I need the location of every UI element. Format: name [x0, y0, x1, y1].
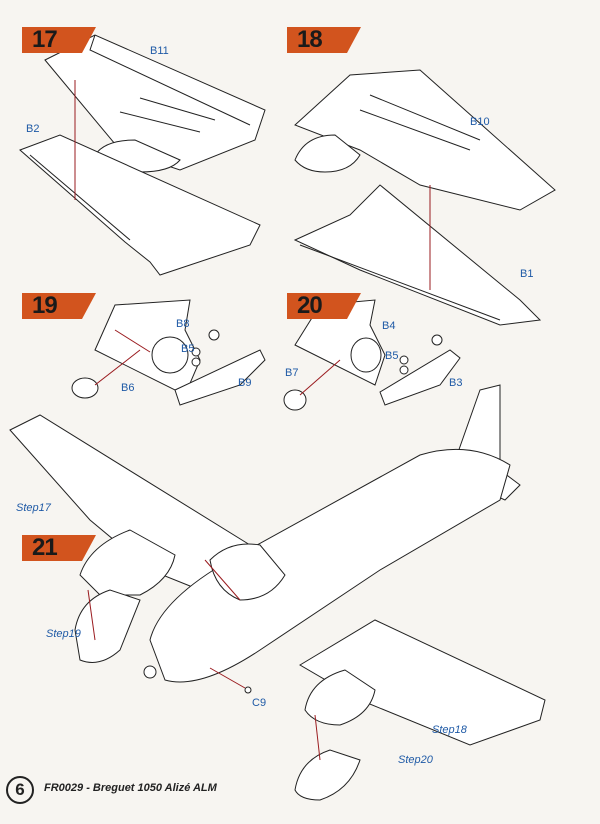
step20-nacelle [283, 299, 461, 411]
step-21-badge: 21 [22, 534, 96, 561]
page-number: 6 [6, 776, 34, 804]
part-label-b8: B8 [176, 318, 190, 330]
step19-nacelle [71, 299, 266, 406]
footer-title: FR0029 - Breguet 1050 Alizé ALM [44, 782, 217, 794]
part-label-b1: B1 [520, 268, 534, 280]
step-21-number: 21 [32, 534, 58, 561]
part-label-b11: B11 [150, 45, 169, 57]
part-label-b4: B4 [382, 320, 396, 332]
part-label-c9: C9 [252, 697, 267, 709]
step17-reference: Step17 [16, 502, 51, 514]
part-label-b10: B10 [470, 116, 490, 128]
step18-reference: Step18 [432, 724, 467, 736]
step-19-number: 19 [32, 292, 58, 319]
step-18-badge: 18 [287, 26, 361, 53]
step19-reference: Step19 [46, 628, 81, 640]
part-label-b3: B3 [449, 377, 463, 389]
step-20-badge: 20 [287, 292, 361, 319]
step20-guide-line [299, 359, 341, 396]
step-19-badge: 19 [22, 292, 96, 319]
step-17-badge: 17 [22, 26, 96, 53]
step19-guide-line [94, 329, 151, 386]
step18-wing-upper [294, 69, 556, 211]
part-label-b5-step19: B5 [181, 343, 195, 355]
step17-wing-lower [19, 134, 261, 276]
step21-guide-lines [87, 559, 321, 761]
part-label-b2: B2 [26, 123, 40, 135]
part-label-b9: B9 [238, 377, 252, 389]
step21-aircraft [9, 384, 546, 801]
step-18-number: 18 [297, 26, 323, 53]
part-label-b5-step20: B5 [385, 350, 399, 362]
part-label-b6: B6 [121, 382, 135, 394]
step18-wing-lower [293, 184, 542, 326]
step20-reference: Step20 [398, 754, 433, 766]
step-20-number: 20 [297, 292, 323, 319]
part-label-b7: B7 [285, 367, 299, 379]
step-17-number: 17 [32, 26, 58, 53]
